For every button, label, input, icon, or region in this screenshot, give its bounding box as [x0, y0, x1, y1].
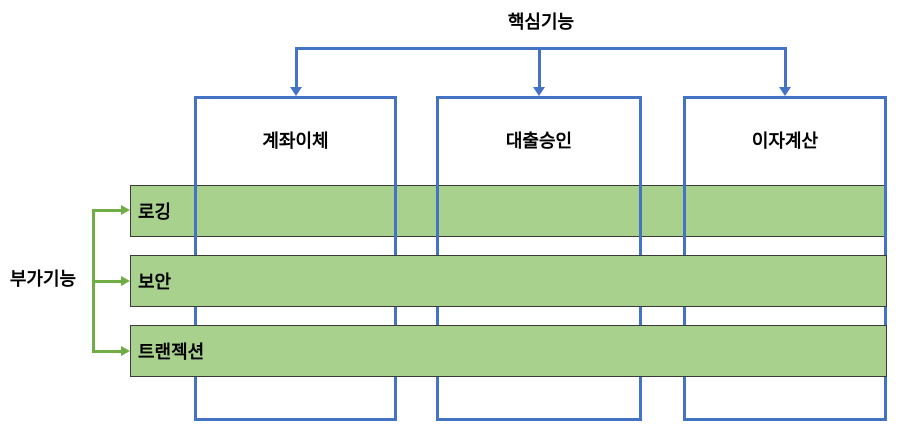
arrow-down-icon: [290, 87, 302, 96]
core-box-label: 이자계산: [751, 131, 819, 151]
side-label: 부가기능: [9, 269, 77, 289]
core-connector-middle: [538, 47, 541, 87]
aspect-connector-top: [92, 209, 121, 212]
core-connector-right: [784, 47, 787, 87]
aspect-bar-label: 로깅: [138, 202, 172, 222]
aspect-bar-label: 보안: [138, 272, 172, 292]
arrow-down-icon: [533, 87, 545, 96]
aspect-connector-bottom: [92, 350, 121, 353]
aspect-connector-middle: [92, 280, 121, 283]
diagram-title: 핵심기능: [507, 12, 575, 32]
core-box-label: 계좌이체: [262, 131, 329, 151]
aspect-bar-transaction: 트랜젝션: [130, 325, 887, 377]
arrow-right-icon: [121, 346, 130, 356]
arrow-right-icon: [121, 276, 130, 286]
core-connector-left: [295, 47, 298, 87]
core-box-label: 대출승인: [505, 131, 573, 151]
aspect-bar-logging: 로깅: [130, 185, 887, 237]
aspect-bar-label: 트랜젝션: [138, 342, 205, 362]
core-bracket-line: [295, 47, 787, 50]
arrow-right-icon: [121, 205, 130, 215]
arrow-down-icon: [779, 87, 791, 96]
aspect-bar-security: 보안: [130, 255, 887, 307]
